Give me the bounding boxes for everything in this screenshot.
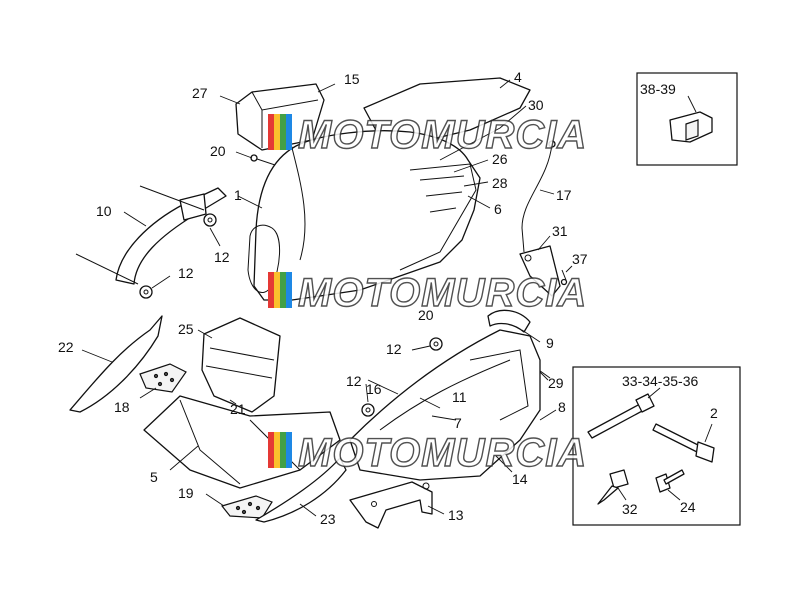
part-22-side-trim [69, 315, 163, 413]
part-32-screw [597, 469, 629, 505]
part-2-bolt [652, 423, 715, 463]
callout-29: 29 [548, 375, 564, 391]
part-37-screw [560, 265, 573, 286]
part-19-step-plate [205, 493, 273, 519]
part-31-bracket [519, 235, 561, 297]
callout-28: 28 [492, 175, 508, 191]
callout-19: 19 [178, 485, 194, 501]
callout-14: 14 [512, 471, 528, 487]
watermark-middle: MOTOMURCIA [268, 270, 587, 316]
callout-18: 18 [114, 399, 130, 415]
callout-23: 23 [320, 511, 336, 527]
callout-26: 26 [492, 151, 508, 167]
callout-6: 6 [494, 201, 502, 217]
part-17-cable [521, 140, 556, 253]
leader-26 [453, 159, 489, 173]
callout-22: 22 [58, 339, 74, 355]
leader-28 [463, 181, 489, 187]
callout-12c: 12 [386, 341, 402, 357]
callout-1: 1 [234, 187, 242, 203]
part-23-lower-trim [255, 457, 347, 523]
svg-text:MOTOMURCIA: MOTOMURCIA [298, 113, 587, 157]
svg-text:MOTOMURCIA: MOTOMURCIA [298, 431, 587, 475]
part-13-bracket [349, 481, 445, 529]
callout-12b: 12 [178, 265, 194, 281]
part-38-39-clip [669, 95, 713, 143]
callout-4: 4 [514, 69, 522, 85]
callout-30: 30 [528, 97, 544, 113]
callout-16: 16 [366, 381, 382, 397]
callout-38-39: 38-39 [640, 81, 676, 97]
svg-text:MOTOMURCIA: MOTOMURCIA [298, 271, 587, 315]
part-25-21-inner-panel [197, 317, 281, 413]
watermark-bottom: MOTOMURCIA [268, 430, 587, 476]
callout-20a: 20 [210, 143, 226, 159]
callout-12d: 12 [346, 373, 362, 389]
callout-27: 27 [192, 85, 208, 101]
callout-17: 17 [556, 187, 572, 203]
callout-13: 13 [448, 507, 464, 523]
callout-2: 2 [710, 405, 718, 421]
inset-box-hardware [572, 366, 741, 526]
callout-33-36: 33-34-35-36 [622, 373, 698, 389]
callout-12a: 12 [214, 249, 230, 265]
callout-labels: 1 2 4 5 6 7 8 9 10 11 12 12 12 12 13 14 … [58, 69, 718, 527]
callout-15: 15 [344, 71, 360, 87]
part-9-cover [487, 309, 541, 343]
callout-7: 7 [454, 415, 462, 431]
callout-21: 21 [230, 401, 246, 417]
callout-11: 11 [452, 389, 467, 405]
callout-25: 25 [178, 321, 194, 337]
watermark-top: MOTOMURCIA [268, 112, 587, 158]
part-7-lower-fender [349, 329, 557, 481]
part-1-main-body [237, 130, 481, 301]
inset-box-38-39 [636, 72, 738, 166]
callout-31: 31 [552, 223, 568, 239]
callout-24: 24 [680, 499, 696, 515]
part-33-36-bolt [587, 387, 661, 439]
part-10-handle [75, 185, 227, 285]
part-24-screw [655, 469, 685, 501]
leader-6 [467, 195, 491, 209]
callout-5: 5 [150, 469, 158, 485]
leader-30 [439, 105, 527, 161]
part-12-washers [139, 213, 443, 417]
callout-10: 10 [96, 203, 112, 219]
part-18-step-plate [139, 363, 187, 399]
callout-32: 32 [622, 501, 638, 517]
callout-8: 8 [558, 399, 566, 415]
callout-20b: 20 [418, 307, 434, 323]
callout-9: 9 [546, 335, 554, 351]
callout-37: 37 [572, 251, 588, 267]
